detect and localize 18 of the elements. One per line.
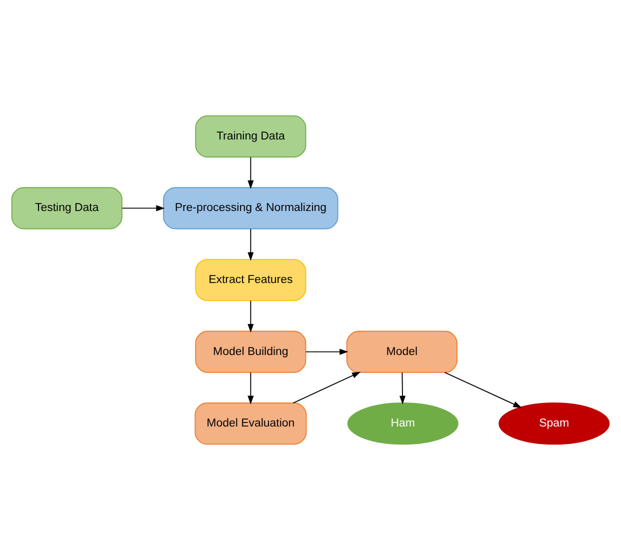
arrow (248, 300, 254, 332)
arrow (248, 228, 254, 260)
arrow (248, 372, 254, 404)
node-box: Testing Data (11, 186, 122, 229)
arrow (399, 372, 406, 404)
node-ellipse: Ham (347, 402, 458, 444)
node-box: Model Evaluation (194, 402, 307, 444)
node-box: Pre-processing & Normalizing (163, 186, 338, 229)
node-box: Training Data (195, 114, 306, 157)
arrow (292, 371, 361, 403)
arrow (248, 156, 254, 189)
node-box: Extract Features (195, 258, 306, 301)
node-box: Model (346, 330, 458, 372)
arrow (305, 348, 348, 354)
arrow (122, 204, 165, 211)
node-box: Model Building (195, 330, 306, 372)
node-ellipse: Spam (498, 402, 610, 444)
arrow (444, 371, 522, 408)
